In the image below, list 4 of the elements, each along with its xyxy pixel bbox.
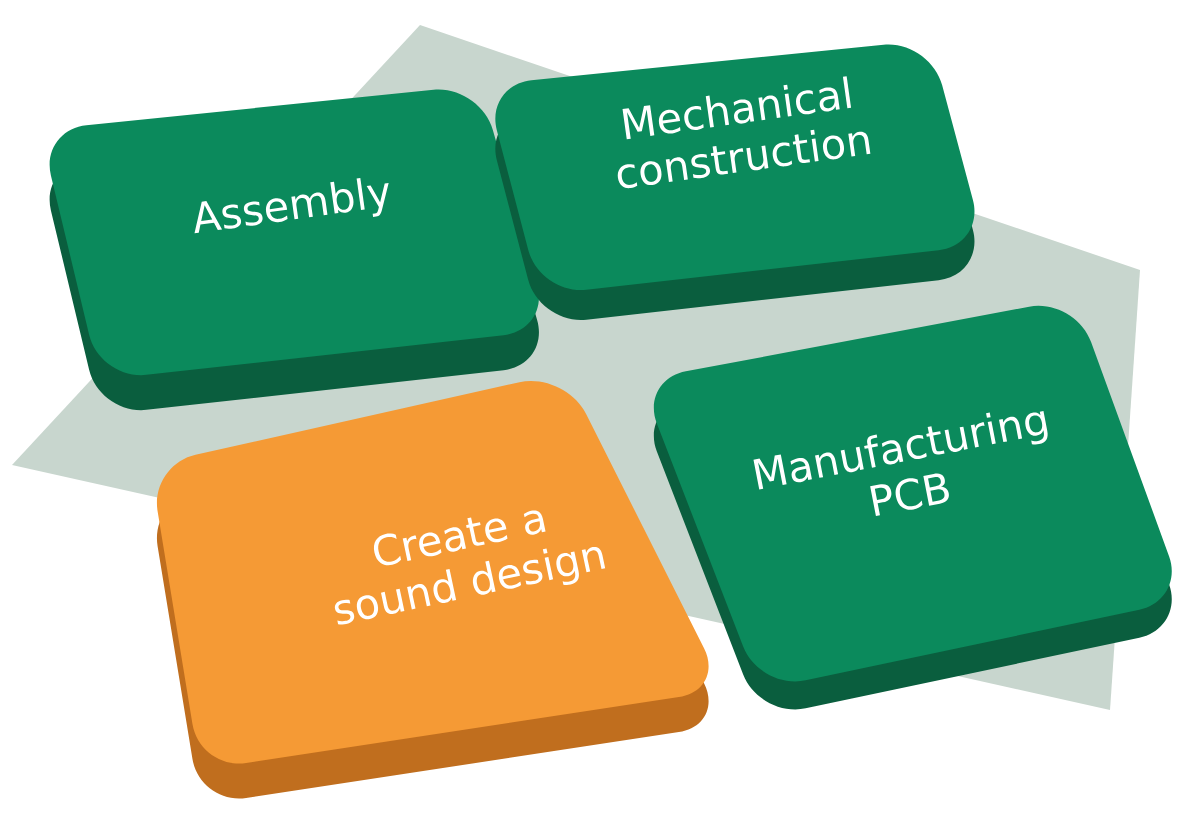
rounded-tile: Create a sound design — [156, 381, 709, 799]
rounded-tile: Mechanical construction — [495, 44, 975, 321]
node-label: Mechanical construction — [617, 76, 871, 189]
rounded-tile: Assembly — [49, 89, 539, 411]
